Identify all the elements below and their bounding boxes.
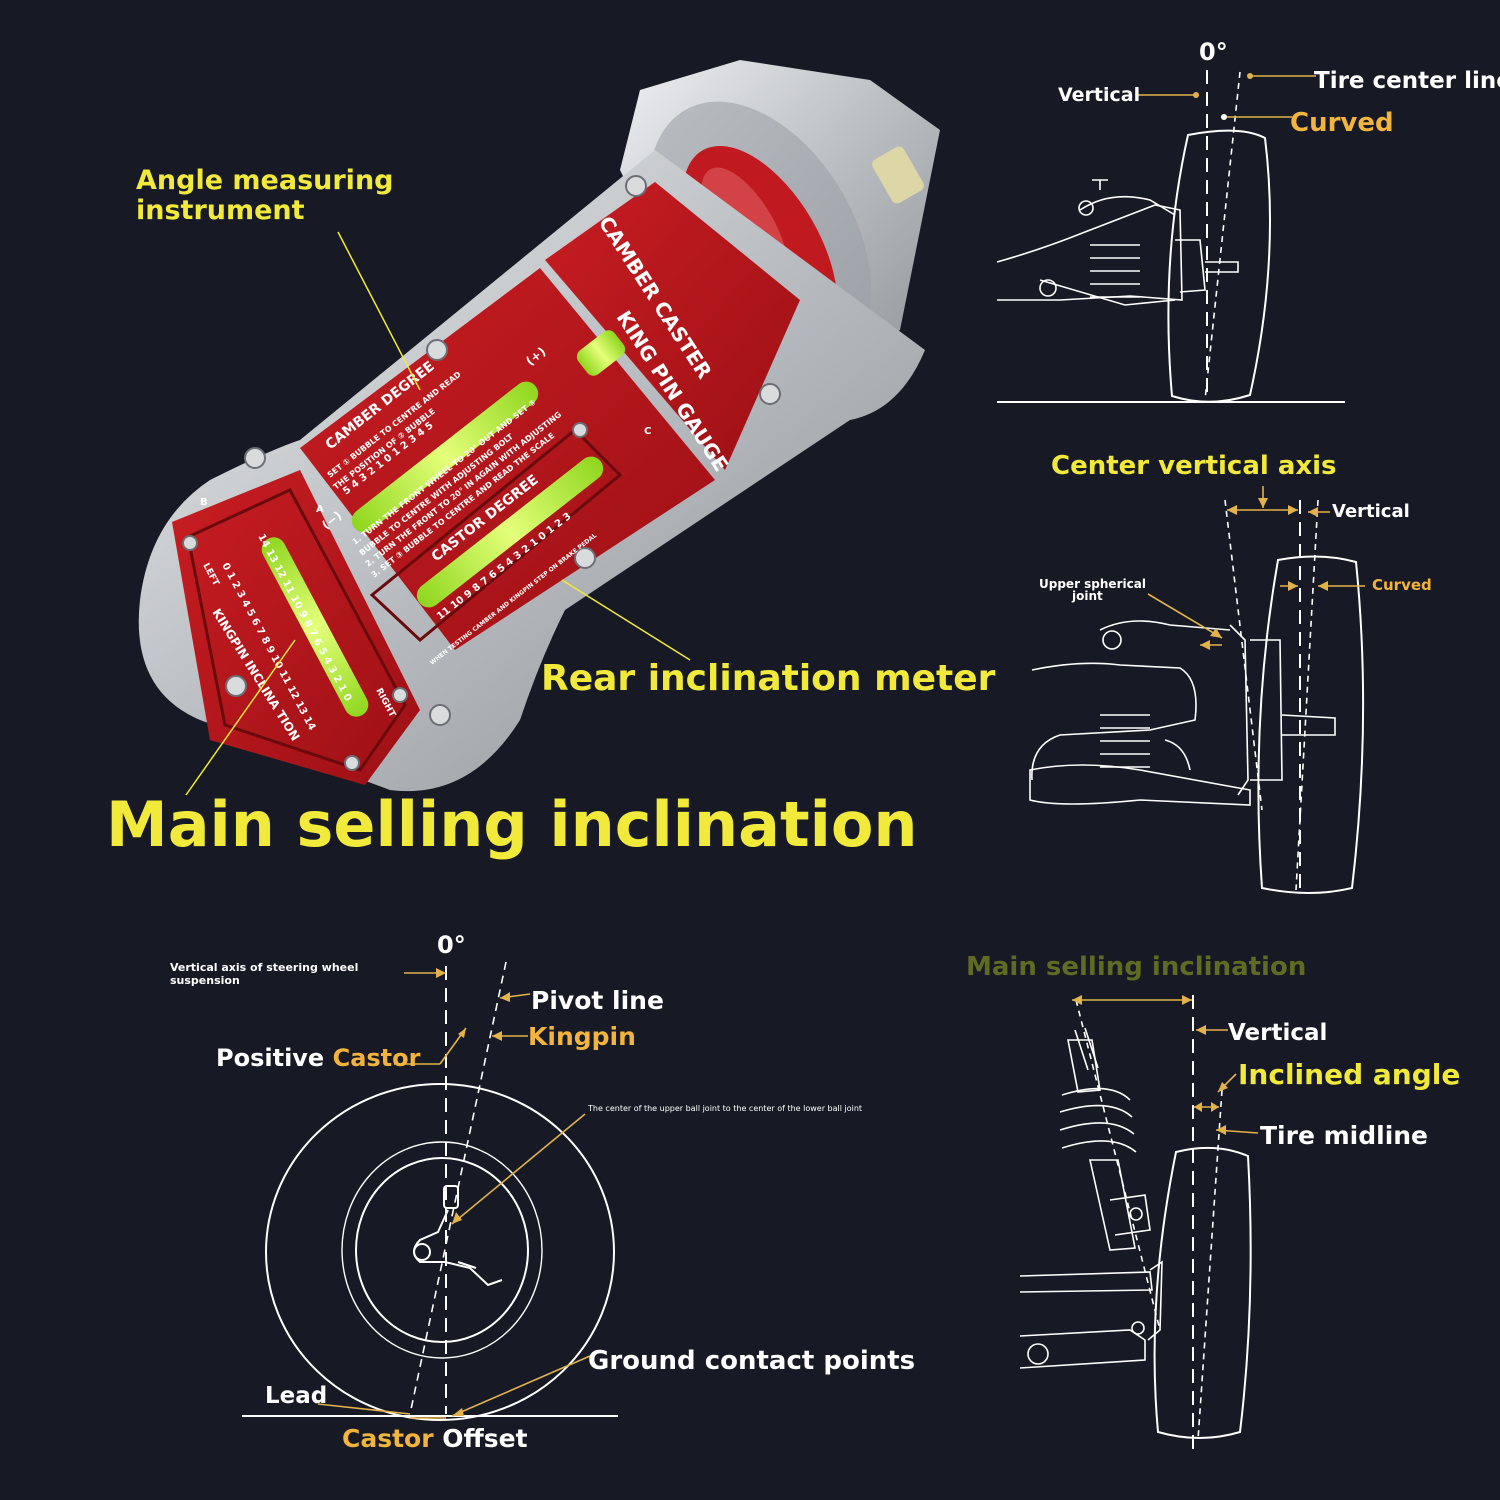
castor-kingpin-label: Kingpin [528,1022,636,1051]
castor-offset-label: Castor Offset [342,1426,528,1451]
kingpin-tire-line [1295,499,1319,891]
castor-positive-castor-word: Castor [332,1044,421,1072]
gauge-bubble-vials [261,330,626,717]
kingpin-tire [1257,555,1365,894]
kingpin-axis-diagram [1029,486,1365,894]
inclination-tire-midline [1197,1089,1223,1441]
camber-vertical-label: Vertical [1058,84,1141,106]
castor-tire-outer [265,1083,615,1421]
label-angle-instrument-2: instrument [136,195,305,226]
castor-lead-label: Lead [265,1383,328,1409]
label-rear-inclination-meter: Rear inclination meter [541,658,996,699]
inclination-tire [1153,1146,1252,1439]
camber-diagram [996,70,1345,403]
castor-ball-joint-note: The center of the upper ball joint to th… [588,1104,863,1113]
camber-curved-label: Curved [1290,108,1394,138]
upper-joint-label-1: Upper spherical [1039,577,1146,591]
gauge-illustration: CAMBER CASTER KING PIN GAUGE CAMBER DEGR… [138,60,940,796]
mark-c: C [644,426,651,437]
camber-suspension [996,179,1239,306]
inclination-angle-label: Inclined angle [1238,1058,1461,1091]
inclination-vertical-label: Vertical [1228,1020,1328,1046]
castor-axis-note-1: Vertical axis of steering wheel [170,961,359,974]
camber-tire-center-line [1204,71,1241,401]
castor-zero-label: 0° [437,931,466,959]
castor-tire-inner [355,1157,529,1343]
castor-pivot-line [409,961,507,1415]
camber-tire-center-line-label: Tire center line [1314,68,1500,94]
kingpin-panel-title: Center vertical axis [1051,451,1337,481]
castor-diagram [242,961,618,1421]
camber-zero-label: 0° [1199,38,1228,66]
inclination-diagram [1019,995,1259,1455]
inclination-strut [1019,1027,1163,1369]
castor-offset-castor-word: Castor [342,1424,434,1453]
gauge-screws [182,175,781,771]
mark-b: B [200,497,208,508]
kingpin-curved-label: Curved [1372,576,1432,594]
inclination-kingpin-line [1075,999,1161,1331]
castor-knuckle [413,1185,503,1287]
kingpin-suspension [1029,620,1336,806]
castor-rim [341,1141,543,1359]
castor-ground-contact-label: Ground contact points [588,1346,916,1376]
inclination-panel-title: Main selling inclination [966,952,1307,982]
kingpin-axis-line [1224,499,1263,811]
mark-a: A [316,504,324,515]
camber-tire [1167,129,1271,403]
label-angle-instrument-1: Angle measuring [136,165,394,196]
castor-positive-word: Positive [216,1044,325,1072]
castor-axis-note-2: suspension [170,974,240,987]
kingpin-vertical-label: Vertical [1332,501,1410,522]
castor-pivot-line-label: Pivot line [531,986,664,1015]
gauge-leader-lines [185,231,691,796]
inclination-tire-midline-label: Tire midline [1260,1121,1429,1150]
label-main-selling-inclination: Main selling inclination [106,788,918,861]
castor-offset-word: Offset [442,1424,528,1453]
upper-joint-label-2: joint [1072,589,1103,603]
castor-positive-label: Positive Castor [216,1046,420,1070]
